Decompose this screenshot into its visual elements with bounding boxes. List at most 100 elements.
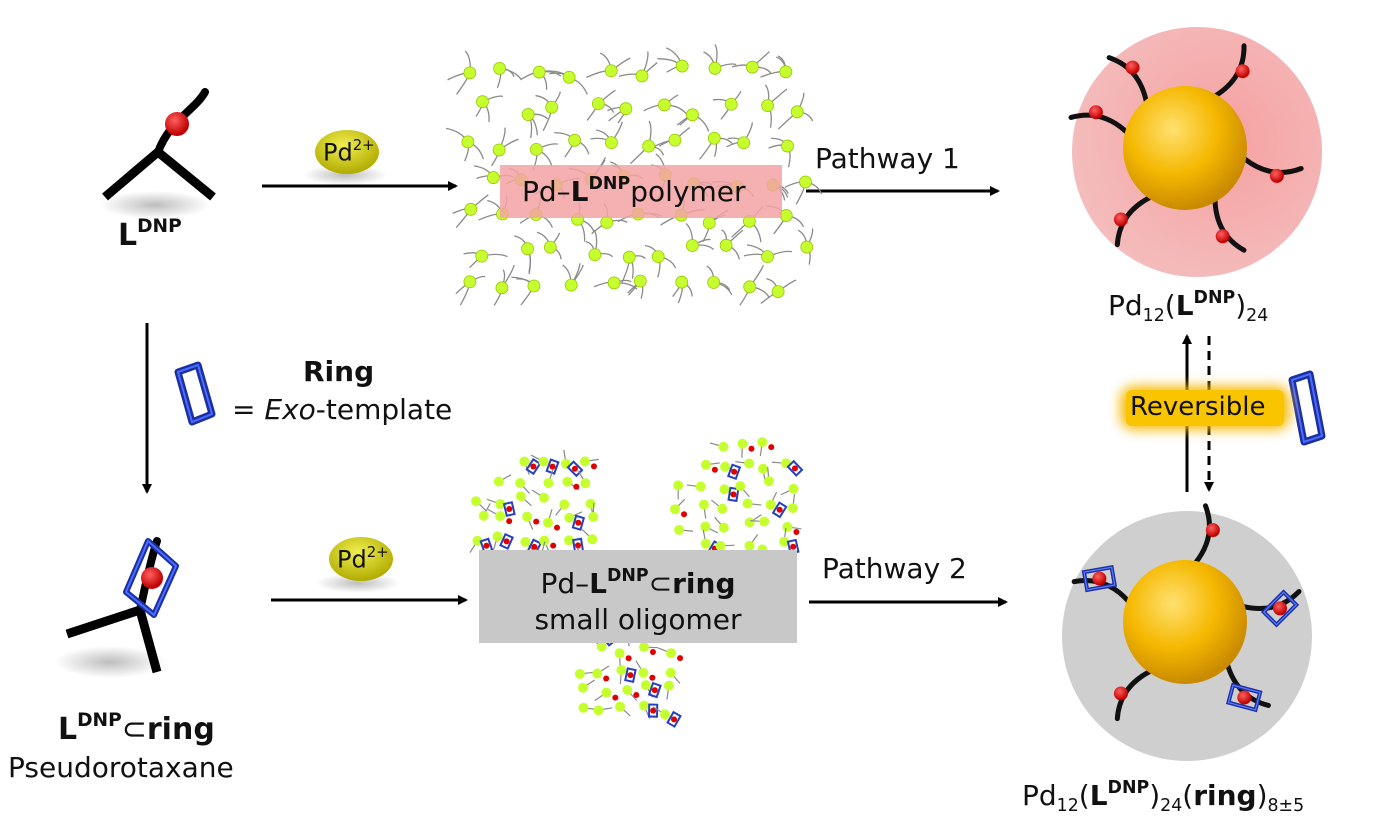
ring-legend-icon [174, 361, 216, 426]
ring-icon [727, 463, 742, 481]
pd-node [486, 171, 500, 184]
pd-node [463, 66, 477, 80]
dnp-bead [1113, 686, 1128, 701]
pd-node [588, 248, 602, 262]
pseudorotaxane-formula: LDNP⊂ring [58, 710, 215, 748]
pd-node [782, 521, 793, 532]
dnp-bead [790, 543, 797, 550]
dnp-bead [1125, 60, 1140, 75]
dnp-bead [651, 687, 658, 694]
pd-node [744, 540, 755, 551]
pd-node [515, 477, 526, 488]
pd-node [746, 60, 759, 74]
oligomer-clusters [469, 437, 804, 728]
pd-node [719, 484, 730, 495]
pd-node [543, 517, 554, 528]
pd-node [700, 538, 711, 549]
pd-node [708, 61, 722, 75]
dnp-bead [530, 463, 537, 470]
pd-node [614, 648, 625, 659]
ring-icon-highlight [1083, 566, 1116, 591]
pd-node [638, 642, 649, 653]
cage-pd12-l24-ring [1062, 503, 1312, 761]
pd-node [781, 139, 794, 153]
dnp-bead [571, 465, 578, 472]
pd-node [515, 491, 526, 502]
pd-node [651, 250, 665, 264]
pd-node [668, 133, 682, 147]
dnp-bead [671, 716, 678, 723]
pd-node [564, 278, 578, 292]
pd-node [472, 535, 483, 546]
pd-node [521, 242, 534, 256]
pseudorotaxane-caption: Pseudorotaxane [8, 751, 234, 784]
pd-node [674, 524, 685, 535]
pd-node [596, 641, 607, 652]
ring-icon-highlight [1227, 684, 1261, 711]
dnp-bead [791, 465, 798, 472]
pd-ion-top [303, 130, 387, 185]
ring-icon [666, 710, 682, 728]
pd-ion-top-label: Pd2+ [323, 136, 375, 167]
ring-legend-definition: = Exo-template [232, 393, 453, 426]
pd-node [463, 275, 477, 289]
pd-node [492, 143, 506, 157]
dnp-bead [1215, 229, 1230, 244]
pd-node [574, 668, 585, 679]
cage-2-formula: Pd12(LDNP)24(ring)8±5 [1022, 778, 1305, 817]
pd-node [698, 499, 709, 510]
pd-node [744, 458, 755, 469]
pd-node [588, 511, 599, 522]
dnp-bead [554, 524, 561, 531]
pd-node [702, 216, 716, 230]
pd-node [601, 687, 612, 698]
ring-icon [624, 667, 637, 684]
pd-node [799, 175, 812, 189]
pd-node [495, 499, 506, 510]
dnp-bead [1088, 105, 1103, 120]
pd-node [800, 240, 814, 254]
pd-node [675, 275, 689, 289]
pd-node [660, 709, 671, 720]
pd-node [670, 504, 681, 515]
dnp-bead [603, 675, 610, 682]
pd-node [543, 478, 554, 489]
pd-node [685, 239, 699, 252]
pd-node [622, 685, 633, 696]
pd-node [675, 59, 689, 73]
pd-node [495, 511, 506, 522]
pd-node [742, 498, 753, 509]
pd-node [700, 521, 711, 532]
pd-node [522, 511, 533, 522]
pd-node [737, 438, 748, 449]
pd-node [478, 510, 489, 521]
pd-node [622, 250, 636, 264]
dnp-bead [506, 506, 513, 513]
ring-icon [525, 457, 542, 476]
reversible-ring-icon [1288, 370, 1326, 446]
pd-node [718, 522, 729, 533]
pd-node [673, 480, 684, 491]
dnp-bead [748, 445, 755, 452]
dnp-bead [612, 694, 619, 701]
pd-node [591, 97, 605, 111]
pd-node [600, 215, 614, 229]
pd-node [720, 461, 731, 472]
pd-node [564, 535, 575, 546]
dnp-bead [650, 707, 657, 714]
pd-node [475, 249, 489, 263]
pd-node [604, 64, 618, 78]
dnp-bead [1269, 168, 1284, 183]
dnp-bead [1235, 64, 1250, 79]
pd-node [538, 492, 549, 503]
pd-node [757, 437, 768, 448]
dnp-bead [1237, 690, 1252, 705]
pd-node [538, 456, 549, 467]
pd-node [735, 481, 746, 492]
ligand-label: LDNP [118, 216, 182, 254]
ring-icon [499, 532, 514, 550]
dnp-bead [549, 463, 556, 470]
oligomer-box-label: Pd–LDNP⊂ring small oligomer [534, 566, 742, 637]
pd-node [559, 499, 570, 510]
